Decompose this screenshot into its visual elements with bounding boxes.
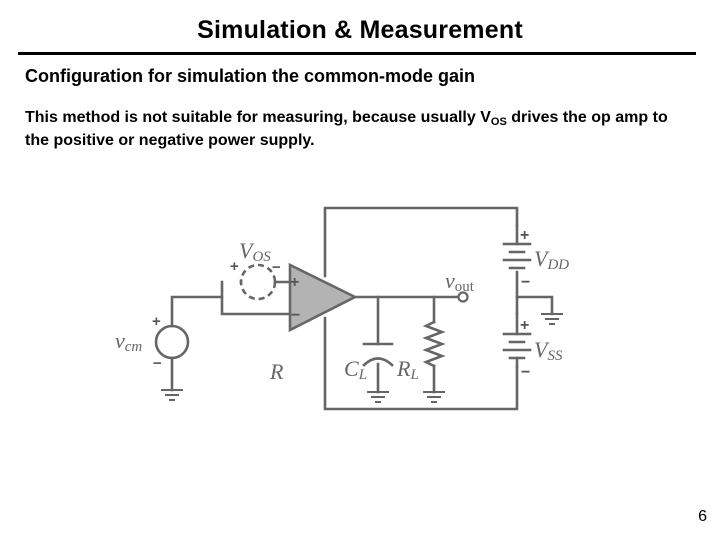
capacitor-cl: [362, 342, 394, 367]
vos-label: VOS: [239, 238, 271, 265]
vdd-battery: [502, 224, 532, 270]
vcm-label: vcm: [115, 328, 142, 355]
vdd-label: VDD: [534, 246, 569, 273]
slide-subtitle: Configuration for simulation the common-…: [25, 66, 475, 86]
page-number: 6: [698, 508, 707, 525]
vos-plus: +: [230, 258, 239, 275]
vout-node: [457, 291, 469, 303]
title-divider: [18, 52, 696, 55]
cl-label: CL: [344, 356, 367, 383]
opamp-plus: +: [290, 274, 299, 291]
paragraph-text-end: drives the op amp to the positive or neg…: [25, 109, 668, 149]
opamp-minus: −: [291, 307, 300, 324]
ground-symbol-vdd-vss: [541, 313, 563, 325]
vss-plus: +: [520, 317, 529, 334]
ground-symbol-rl: [423, 391, 445, 403]
vos-minus: −: [272, 259, 281, 276]
vss-minus: −: [521, 364, 530, 381]
paragraph-text-start: This method is not suitable for measurin…: [25, 109, 491, 126]
vcm-minus: −: [153, 355, 162, 372]
vcm-plus: +: [152, 313, 161, 330]
paragraph-subscript: OS: [490, 116, 507, 128]
vcm-source: [154, 324, 190, 360]
circuit-wires: [170, 206, 554, 411]
r-label: R: [269, 359, 284, 384]
description-paragraph: This method is not suitable for measurin…: [25, 107, 685, 152]
ground-symbol-cl: [367, 391, 389, 403]
ground-symbol-vcm: [161, 389, 183, 401]
vss-label: VSS: [534, 337, 563, 364]
rl-label: RL: [396, 356, 419, 383]
vout-label: vout: [445, 268, 475, 295]
opamp-triangle: [288, 262, 358, 333]
slide-title: Simulation & Measurement: [197, 16, 523, 44]
vos-source: [239, 263, 277, 301]
vss-battery: [502, 312, 532, 369]
vdd-minus: −: [521, 274, 530, 291]
resistor-rl: [422, 320, 446, 368]
vdd-plus: +: [520, 227, 529, 244]
